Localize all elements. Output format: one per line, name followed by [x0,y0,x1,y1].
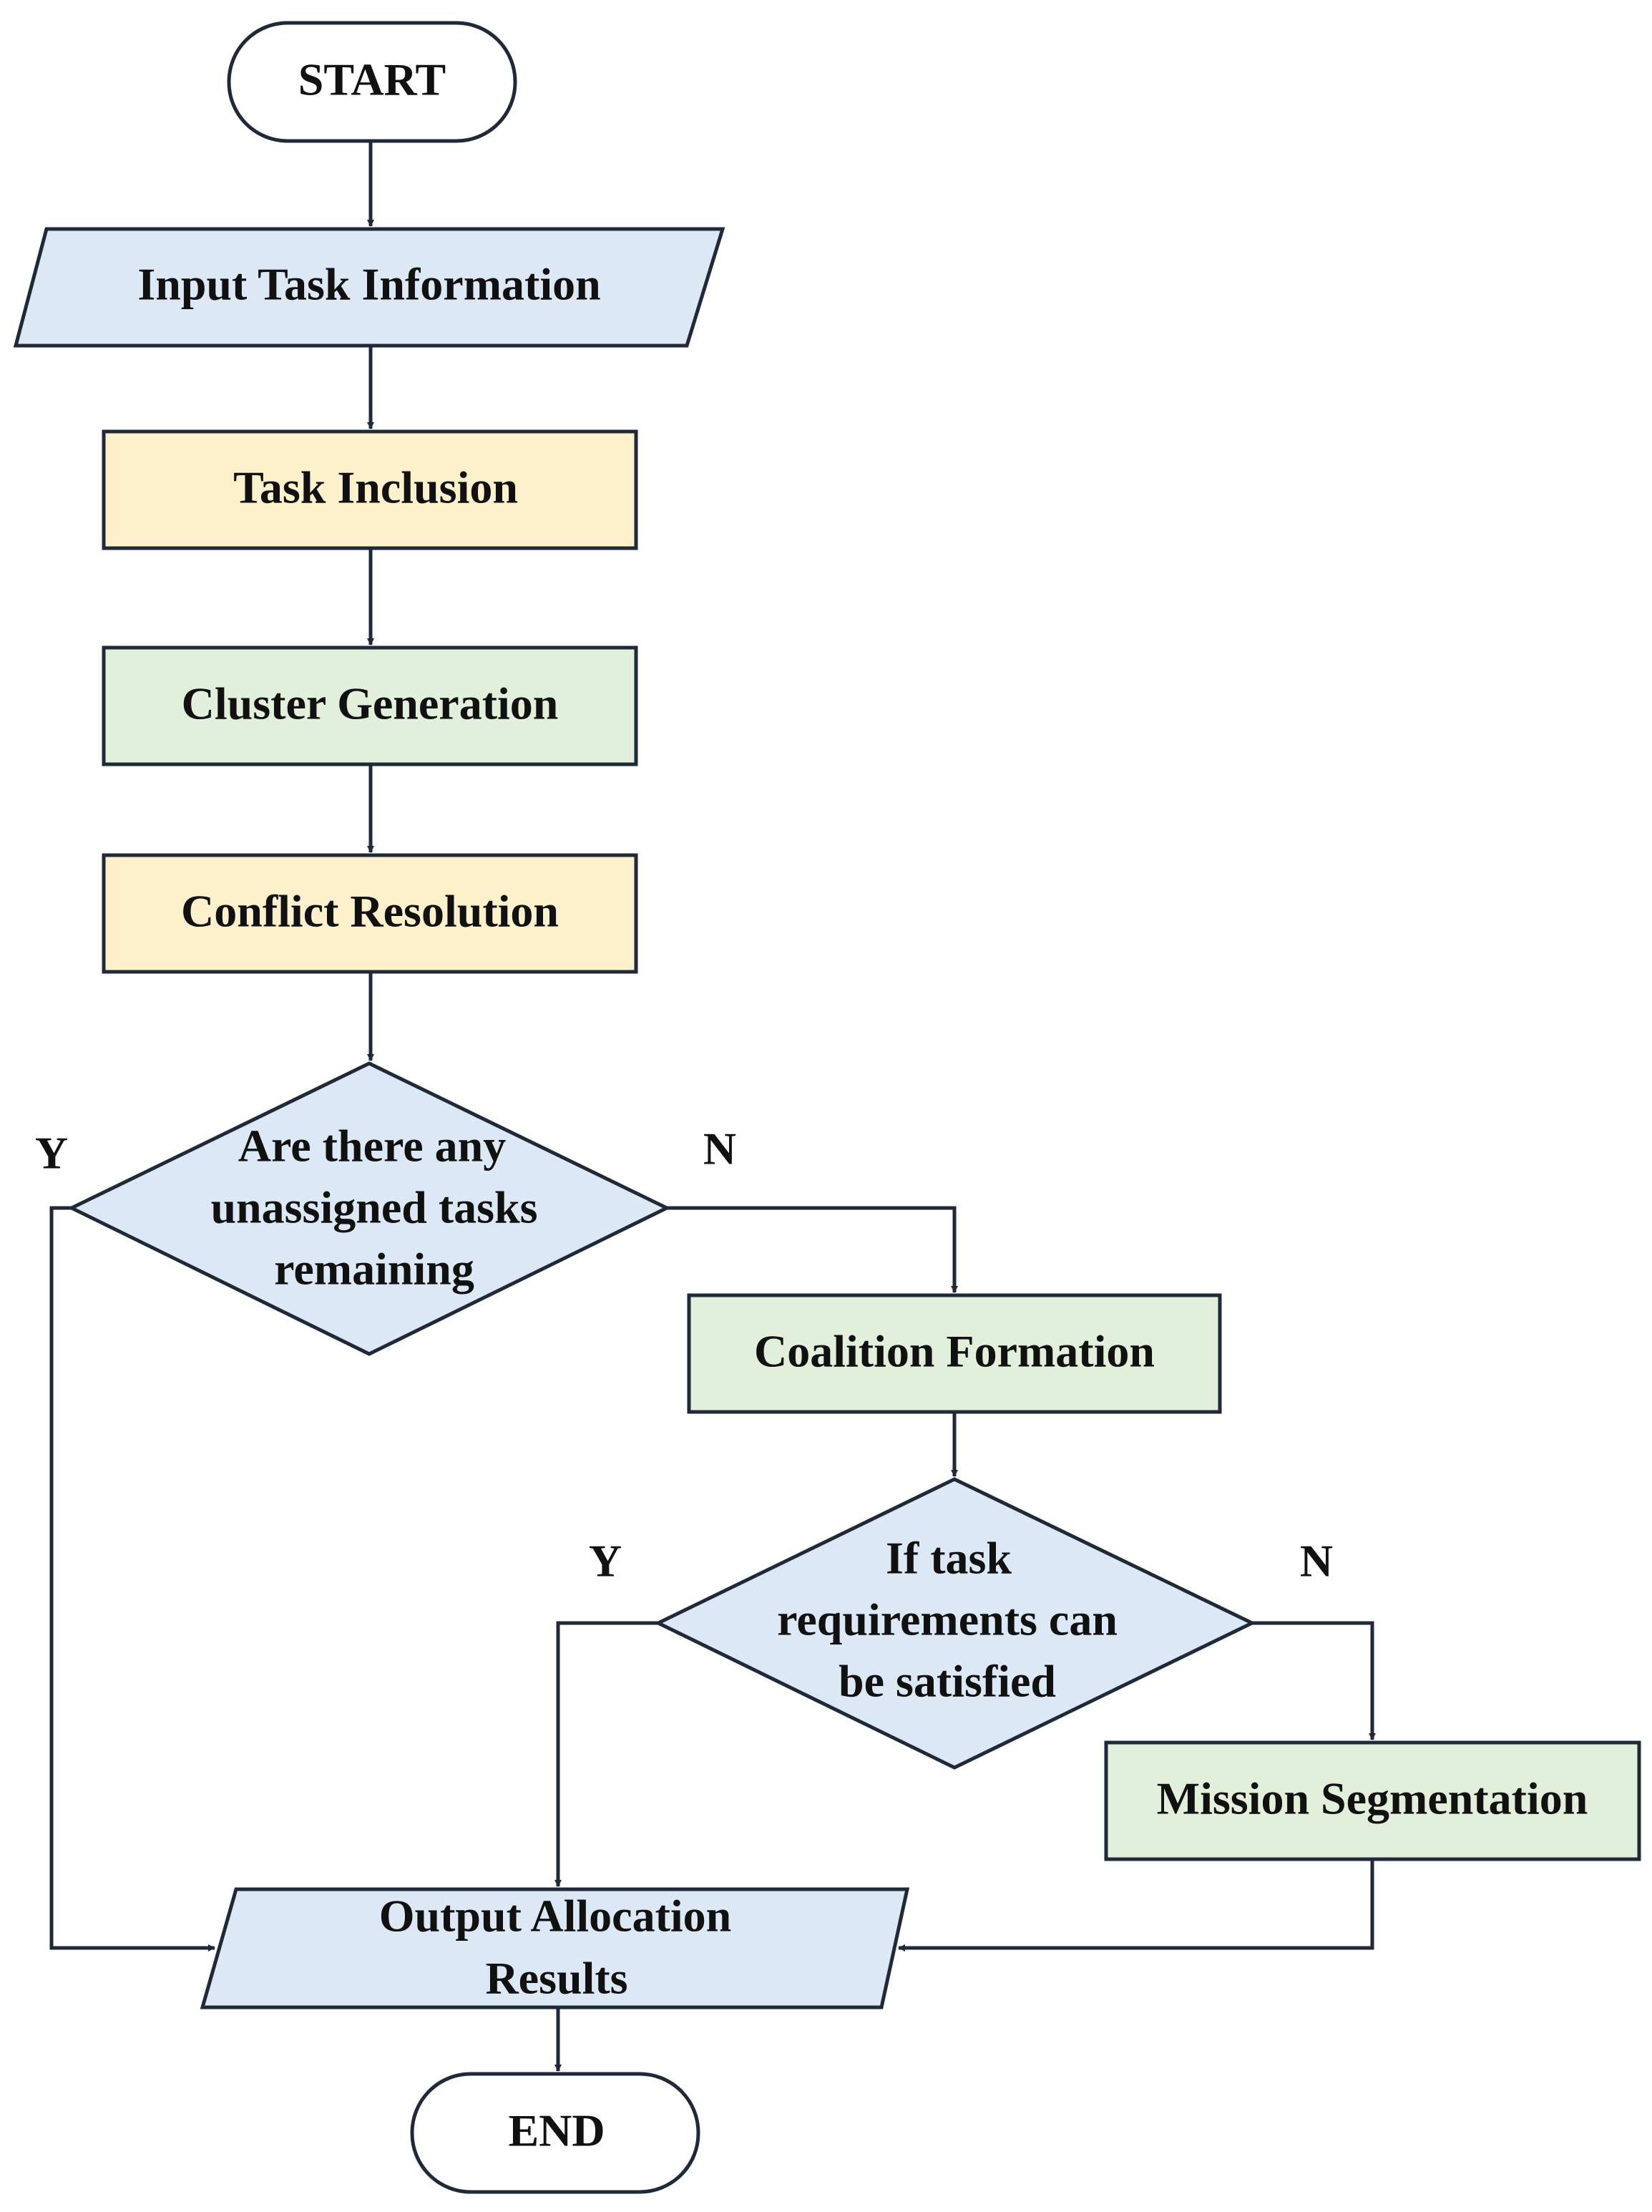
mission-segmentation-node: Mission Segmentation [1104,1740,1641,1861]
decision1-line-1: Are there any [238,1121,506,1171]
end-terminal: END [410,2072,700,2194]
output-line-1: Output Allocation [379,1891,732,1941]
connectors [49,142,1376,2072]
decision-unassigned-tasks: Are there any unassigned tasks remaining [67,1061,671,1356]
task-inclusion-label: Task Inclusion [233,462,518,513]
conflict-resolution-node: Conflict Resolution [102,853,638,974]
coalition-formation-node: Coalition Formation [687,1293,1222,1414]
decision1-line-3: remaining [274,1244,474,1295]
decision-task-requirements: If task requirements can be satisfied [654,1477,1256,1770]
decision1-line-2: unassigned tasks [210,1182,537,1233]
arrow-decision2-no-to-segmentation [1252,1621,1376,1740]
decision2-line-3: be satisfied [839,1656,1056,1707]
conflict-resolution-label: Conflict Resolution [181,886,559,937]
start-label: START [298,54,446,105]
coalition-formation-label: Coalition Formation [754,1326,1155,1377]
end-label: END [508,2105,605,2156]
arrow-decision1-no-to-coalition [667,1206,958,1293]
arrow-decision2-yes-to-output [554,1621,658,1887]
mission-segmentation-label: Mission Segmentation [1157,1773,1588,1824]
output-line-2: Results [485,1953,627,2004]
decision2-line-1: If task [886,1533,1012,1584]
arrow-decision1-yes-to-output [49,1206,215,1952]
arrow-segmentation-to-output [898,1861,1374,1952]
decision1-no-label: N [703,1124,736,1174]
input-label: Input Task Information [137,259,600,310]
decision1-yes-label: Y [35,1128,68,1179]
input-task-information-node: Input Task Information [13,227,725,348]
cluster-generation-label: Cluster Generation [182,678,559,729]
start-terminal: START [227,21,517,143]
decision2-yes-label: Y [589,1536,622,1587]
decision2-line-2: requirements can [777,1594,1118,1645]
task-inclusion-node: Task Inclusion [102,429,638,550]
cluster-generation-node: Cluster Generation [102,645,638,766]
decision2-no-label: N [1300,1536,1333,1587]
output-allocation-results-node: Output Allocation Results [200,1887,910,2009]
